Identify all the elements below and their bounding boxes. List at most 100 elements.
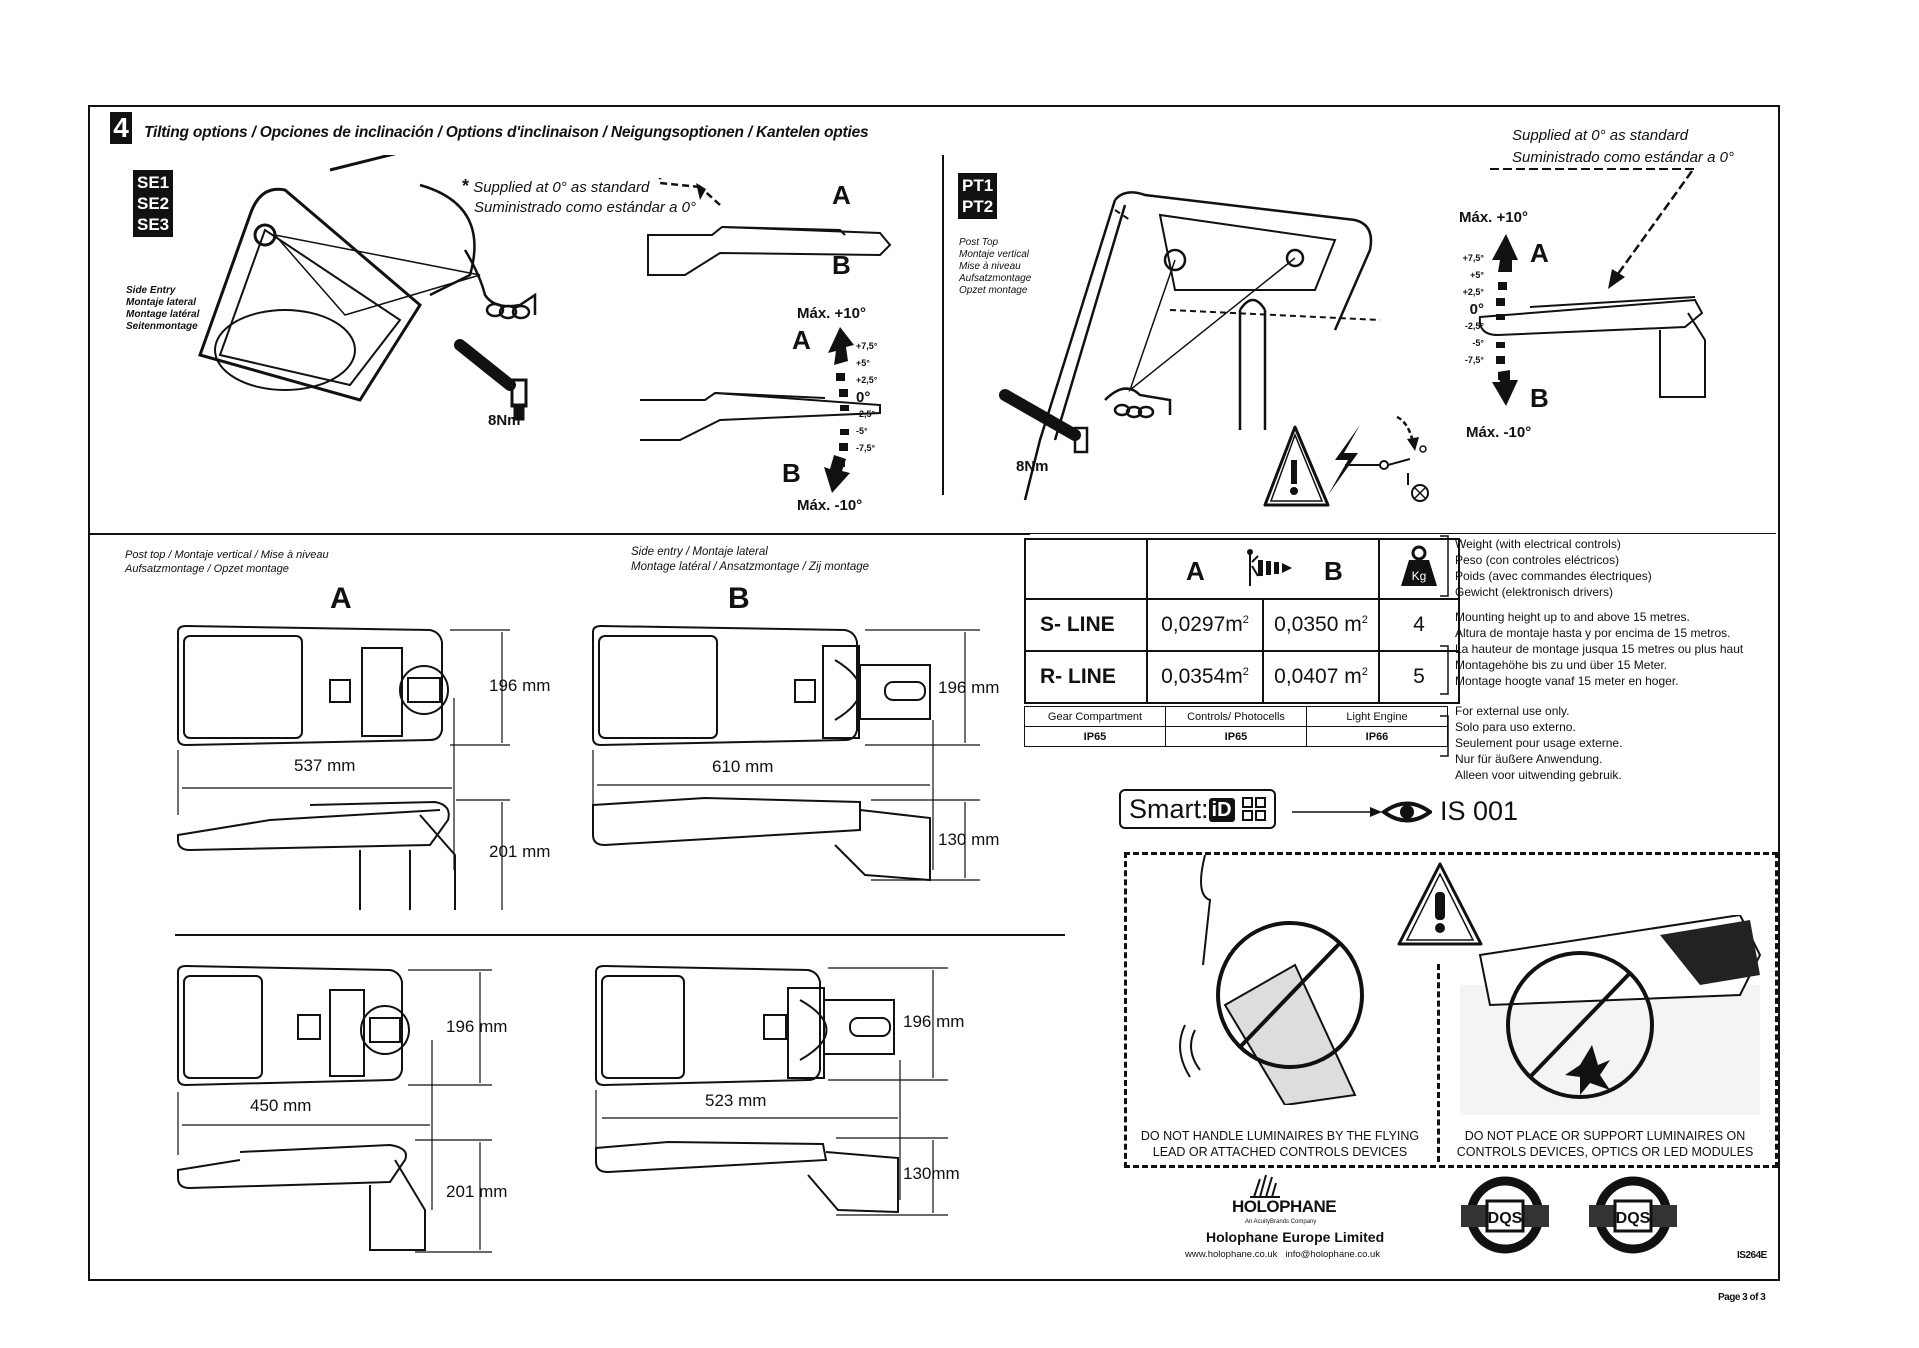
handling-warning-box	[1124, 852, 1778, 1168]
post-top-tilt-diagram	[1478, 168, 1706, 398]
post-top-max-up: Máx. +10°	[1459, 209, 1528, 226]
spec-cell-weight: 5	[1378, 650, 1460, 704]
spec-row-r-line: R- LINE 0,0354m2 0,0407 m2 5	[1024, 650, 1460, 704]
dim-divider	[175, 934, 1065, 936]
holophane-flame-logo-icon	[1250, 1174, 1280, 1198]
section-number: 4	[110, 112, 132, 144]
smart-id-arrow	[1292, 801, 1432, 823]
post-top-max-down: Máx. -10°	[1466, 424, 1532, 441]
qr-code-icon	[1242, 797, 1267, 821]
ip-rating-table: Gear Compartment Controls/ Photocells Li…	[1024, 706, 1448, 747]
s-line-post-height: 201 mm	[446, 1182, 508, 1201]
side-entry-install-illustration	[198, 155, 537, 421]
post-top-letter-b: B	[1530, 383, 1549, 413]
holophane-tagline: An AcuityBrands Company	[1245, 1219, 1317, 1225]
spec-cell-a: 0,0354m2	[1146, 650, 1264, 704]
ip-header-gear: Gear Compartment	[1024, 706, 1166, 727]
spec-cell-a: 0,0297m2	[1146, 598, 1264, 652]
side-entry-torque: 8Nm	[488, 412, 521, 429]
post-top-supplied-note: Supplied at 0° as standard	[1512, 127, 1689, 144]
spec-row-s-line: S- LINE 0,0297m2 0,0350 m2 4	[1024, 598, 1460, 652]
post-top-supplied-note-es: Suministrado como estándar a 0°	[1512, 149, 1734, 166]
eye-icon	[1380, 801, 1432, 823]
r-line-side-width: 196 mm	[938, 678, 1000, 697]
s-line-post-length: 450 mm	[250, 1096, 312, 1115]
r-line-side-entry-drawing	[592, 624, 980, 882]
ip-value-light-engine: IP66	[1306, 726, 1448, 747]
company-contacts: www.holophane.co.uk info@holophane.co.uk	[1185, 1249, 1380, 1260]
warning-caption-left: DO NOT HANDLE LUMINAIRES BY THE FLYING L…	[1140, 1129, 1420, 1159]
post-top-angle-arrow	[1492, 234, 1518, 406]
r-line-post-width: 196 mm	[489, 676, 551, 695]
company-email[interactable]: info@holophane.co.uk	[1285, 1249, 1381, 1260]
spec-header-weight: Kg	[1378, 538, 1460, 600]
badge-se: SE1 SE2 SE3	[133, 170, 174, 237]
s-line-side-width: 196 mm	[903, 1012, 965, 1031]
spec-corner-cell	[1024, 538, 1148, 600]
spec-cell-b: 0,0350 m2	[1262, 598, 1380, 652]
weight-kg-icon: Kg	[1401, 545, 1437, 586]
smart-id-ref: IS 001	[1440, 796, 1519, 826]
side-entry-letter-a-top: A	[832, 180, 851, 210]
top-divider	[942, 155, 944, 495]
warning-triangle-icon	[1397, 862, 1483, 946]
weight-info: Weight (with electrical controls) Peso (…	[1455, 537, 1652, 599]
side-entry-letter-b: B	[782, 458, 801, 488]
spec-cell-weight: 4	[1378, 598, 1460, 652]
page-frame	[88, 105, 1780, 1281]
holophane-brand: HOLOPHANE	[1232, 1197, 1337, 1216]
post-top-letter-a: A	[1530, 238, 1549, 268]
side-entry-max-down: Máx. -10°	[797, 497, 863, 514]
r-line-side-height: 130 mm	[938, 830, 1000, 849]
side-entry-letter-a: A	[792, 325, 811, 355]
svg-text:DQS: DQS	[1616, 1210, 1651, 1227]
badge-pt: PT1 PT2	[958, 173, 998, 219]
no-handling-by-lead-illustration	[1179, 855, 1364, 1105]
ip-header-controls: Controls/ Photocells	[1165, 706, 1307, 727]
side-entry-angle-arrow	[824, 327, 854, 493]
post-top-dim-caption: Post top / Montaje vertical / Mise à niv…	[125, 549, 329, 575]
dqs-iso-certification-mark-2: DQS	[1589, 1176, 1677, 1254]
smart-id-badge: Smart:iD	[1119, 789, 1277, 829]
spec-table: A B Kg S- LINE 0,0297m2 0,0350 m2 4 R- L…	[1024, 538, 1460, 704]
side-entry-labels: Side Entry Montaje lateral Montage latér…	[126, 285, 200, 332]
warning-caption-right: DO NOT PLACE OR SUPPORT LUMINAIRES ON CO…	[1456, 1129, 1754, 1159]
r-line-post-top-drawing	[177, 624, 510, 910]
dim-letter-b: B	[728, 582, 750, 615]
s-line-post-top-drawing	[177, 964, 492, 1253]
side-entry-dim-caption: Side entry / Montaje lateral Montage lat…	[631, 546, 870, 573]
r-line-side-length: 610 mm	[712, 757, 774, 776]
windsock-icon	[1247, 549, 1292, 586]
external-use-info: For external use only. Solo para uso ext…	[1455, 704, 1623, 782]
s-line-side-length: 523 mm	[705, 1091, 767, 1110]
post-top-torque: 8Nm	[1016, 458, 1049, 475]
spec-row-name: R- LINE	[1024, 650, 1148, 704]
side-entry-tilt-diagram	[640, 178, 892, 441]
isolate-switch-lamp-icon	[1396, 415, 1429, 502]
svg-text:DQS: DQS	[1488, 1210, 1523, 1227]
spec-header-a: A	[1186, 556, 1205, 586]
side-entry-angle-scale: +7,5° +5° +2,5° 0° -2,5° -5° -7,5°	[856, 341, 878, 453]
smart-id-mark: iD	[1208, 798, 1235, 822]
mid-divider-left	[90, 533, 1030, 535]
company-website[interactable]: www.holophane.co.uk	[1185, 1249, 1278, 1260]
document-code: IS264E	[1737, 1250, 1767, 1261]
dqs-iso-certification-mark-1: DQS	[1461, 1176, 1549, 1254]
s-line-side-entry-drawing	[595, 964, 948, 1216]
spec-header-b: B	[1324, 556, 1343, 586]
r-line-post-height: 201 mm	[489, 842, 551, 861]
company-name: Holophane Europe Limited	[1206, 1229, 1385, 1245]
spec-header-projected-area: A B	[1146, 538, 1380, 600]
side-entry-supplied-note-es: Suministrado como estándar a 0°	[474, 199, 696, 216]
ip-value-gear: IP65	[1024, 726, 1166, 747]
side-entry-supplied-note: * Supplied at 0° as standard	[462, 176, 650, 196]
side-entry-letter-b-top: B	[832, 250, 851, 280]
info-brackets	[1440, 535, 1449, 757]
no-placing-on-controls-illustration	[1460, 915, 1762, 1115]
spec-header-row: A B Kg	[1024, 538, 1460, 600]
dim-letter-a: A	[330, 582, 352, 615]
mounting-info: Mounting height up to and above 15 metre…	[1455, 610, 1744, 688]
post-top-angle-scale: +7,5° +5° +2,5° 0° -2,5° -5° -7,5°	[1462, 253, 1484, 365]
section-title: Tilting options / Opciones de inclinació…	[144, 124, 869, 141]
r-line-post-length: 537 mm	[294, 756, 356, 775]
